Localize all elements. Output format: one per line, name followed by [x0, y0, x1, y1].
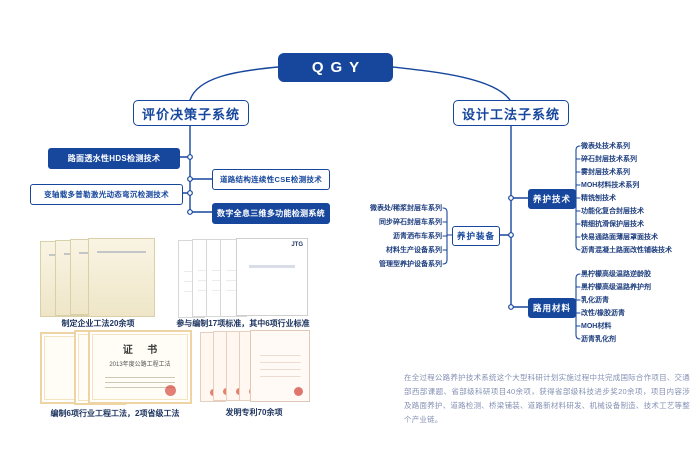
tech-item: 沥青混凝土路面改性铺装技术 [581, 246, 672, 254]
tech-item: 功能化复合封层技术 [581, 207, 644, 215]
material-item: 乳化沥青 [581, 296, 609, 304]
root-node-qgy: QGY [278, 53, 393, 82]
certificate-title: 证 书 [122, 345, 164, 356]
category-road-materials: 路用材料 [528, 298, 576, 318]
material-item: 黑柠檬高级温路逆龄胶 [581, 270, 651, 278]
equipment-item-list: 微表处/稀浆封层车系列 同步碎石封层车系列 沥青洒布车系列 材料生产设备系列 管… [330, 201, 442, 271]
branch-cse-detection: 道路结构连续性CSE检测技术 [212, 169, 330, 190]
tech-item: MOH材料技术系列 [581, 181, 640, 189]
equipment-item: 管理型养护设备系列 [379, 261, 442, 268]
equipment-item: 微表处/稀浆封层车系列 [370, 205, 442, 212]
gallery-caption-standards: 参与编制17项标准，其中6项行业标准 [176, 319, 310, 328]
category-maintenance-technology: 养护技术 [528, 189, 576, 209]
tech-item: 精铣刨技术 [581, 194, 616, 202]
tech-item: 微表处技术系列 [581, 142, 630, 150]
equipment-item: 沥青洒布车系列 [393, 233, 442, 240]
gallery-caption-industry-methods: 编制6项行业工程工法，2项省级工法 [50, 409, 180, 418]
material-item-list: 黑柠檬高级温路逆龄胶 黑柠檬高级温路养护剂 乳化沥青 改性/橡胶沥青 MOH材料… [581, 267, 651, 345]
equipment-item: 材料生产设备系列 [386, 247, 442, 254]
material-item: 黑柠檬高级温路养护剂 [581, 283, 651, 291]
tech-item: 雾封层技术系列 [581, 168, 630, 176]
right-subsystem-title: 设计工法子系统 [453, 100, 569, 126]
gallery-caption-enterprise-methods: 制定企业工法20余项 [61, 319, 135, 328]
summary-paragraph: 在全过程公路养护技术系统这个大型科研计划实施过程中共完成国际合作项目、交通部西部… [404, 373, 690, 424]
certificate-front: 证 书 2013年度公路工程工法 [88, 330, 192, 404]
tech-item: 碎石封层技术系列 [581, 155, 637, 163]
certificate-subtitle: 2013年度公路工程工法 [109, 362, 171, 368]
branch-hds-detection: 路面透水性HDS检测技术 [48, 148, 180, 169]
material-item: 改性/橡胶沥青 [581, 309, 625, 317]
branch-holographic-detection: 数字全息三维多功能检测系统 [212, 203, 330, 224]
left-subsystem-title: 评价决策子系统 [133, 100, 249, 126]
tech-item: 精细抗滑保护层技术 [581, 220, 644, 228]
material-item: 沥青乳化剂 [581, 335, 616, 343]
material-item: MOH材料 [581, 322, 612, 330]
jtg-logo: JTG [291, 242, 303, 248]
equipment-item: 同步碎石封层车系列 [379, 219, 442, 226]
certificate-thumbnail [88, 238, 155, 317]
standard-doc-front: JTG [236, 238, 308, 316]
patent-front [250, 330, 310, 402]
tech-item: 快易通路面薄层罩面技术 [581, 233, 658, 241]
category-maintenance-equipment: 养护装备 [452, 226, 500, 246]
tech-item-list: 微表处技术系列 碎石封层技术系列 雾封层技术系列 MOH材料技术系列 精铣刨技术… [581, 139, 672, 256]
branch-doppler-deflection: 变轴载多普勒激光动态弯沉检测技术 [30, 184, 183, 205]
certificate-text-lines [105, 373, 175, 389]
gallery-caption-patents: 发明专利70余项 [225, 408, 283, 417]
